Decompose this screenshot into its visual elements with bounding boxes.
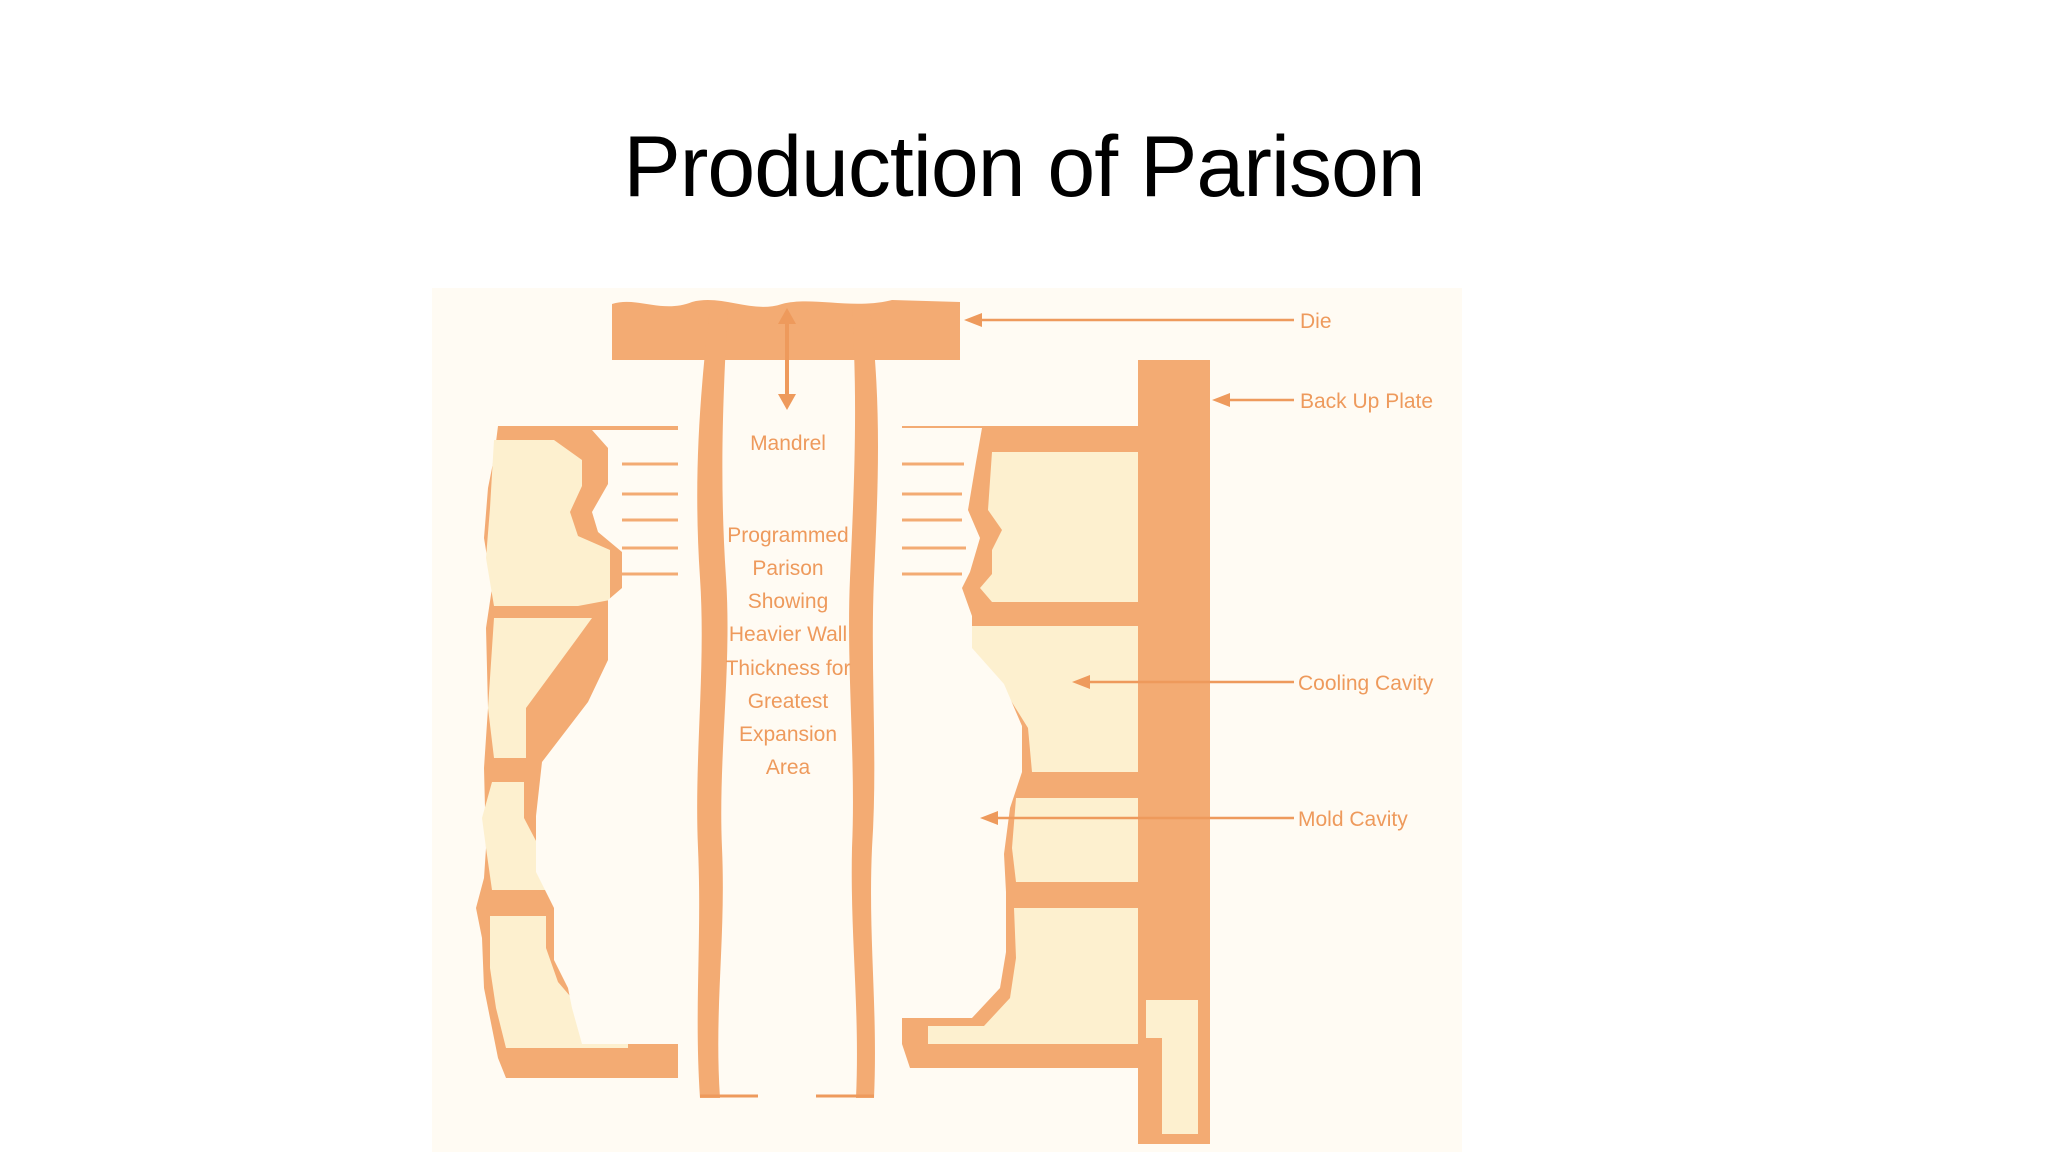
parison-diagram-svg: Die Back Up Plate Cooling Cavity Mold Ca…: [432, 288, 1462, 1152]
label-mold-cavity: Mold Cavity: [1298, 808, 1408, 831]
parison-wall-right: [849, 308, 878, 1098]
label-cooling-cavity: Cooling Cavity: [1298, 672, 1434, 695]
parison-description-line: Parison: [752, 557, 823, 580]
label-die: Die: [1300, 310, 1332, 333]
parison-description-line: Expansion: [739, 723, 837, 746]
back-up-plate-foot: [1138, 1038, 1162, 1136]
label-back-up-plate: Back Up Plate: [1300, 390, 1433, 413]
parison-description-line: Greatest: [748, 690, 829, 713]
parison-description: Programmed Parison Showing Heavier Wall …: [726, 524, 851, 779]
parison-diagram: Die Back Up Plate Cooling Cavity Mold Ca…: [432, 288, 1462, 1152]
parison-description-line: Thickness for: [726, 657, 851, 680]
parison-description-line: Area: [766, 756, 811, 779]
right-mold-half: [902, 426, 1138, 1068]
label-mandrel: Mandrel: [750, 432, 826, 455]
parison-description-line: Showing: [748, 590, 829, 613]
left-mold-half: [476, 426, 678, 1078]
parison-wall-left: [697, 308, 728, 1098]
parison-description-line: Heavier Wall: [729, 623, 847, 646]
mandrel-arrow-head-up: [778, 308, 796, 324]
label-leaders: [964, 313, 1294, 825]
page-title: Production of Parison: [623, 119, 1425, 215]
mandrel-arrow-head-down: [778, 394, 796, 410]
parison-description-line: Programmed: [727, 524, 848, 547]
